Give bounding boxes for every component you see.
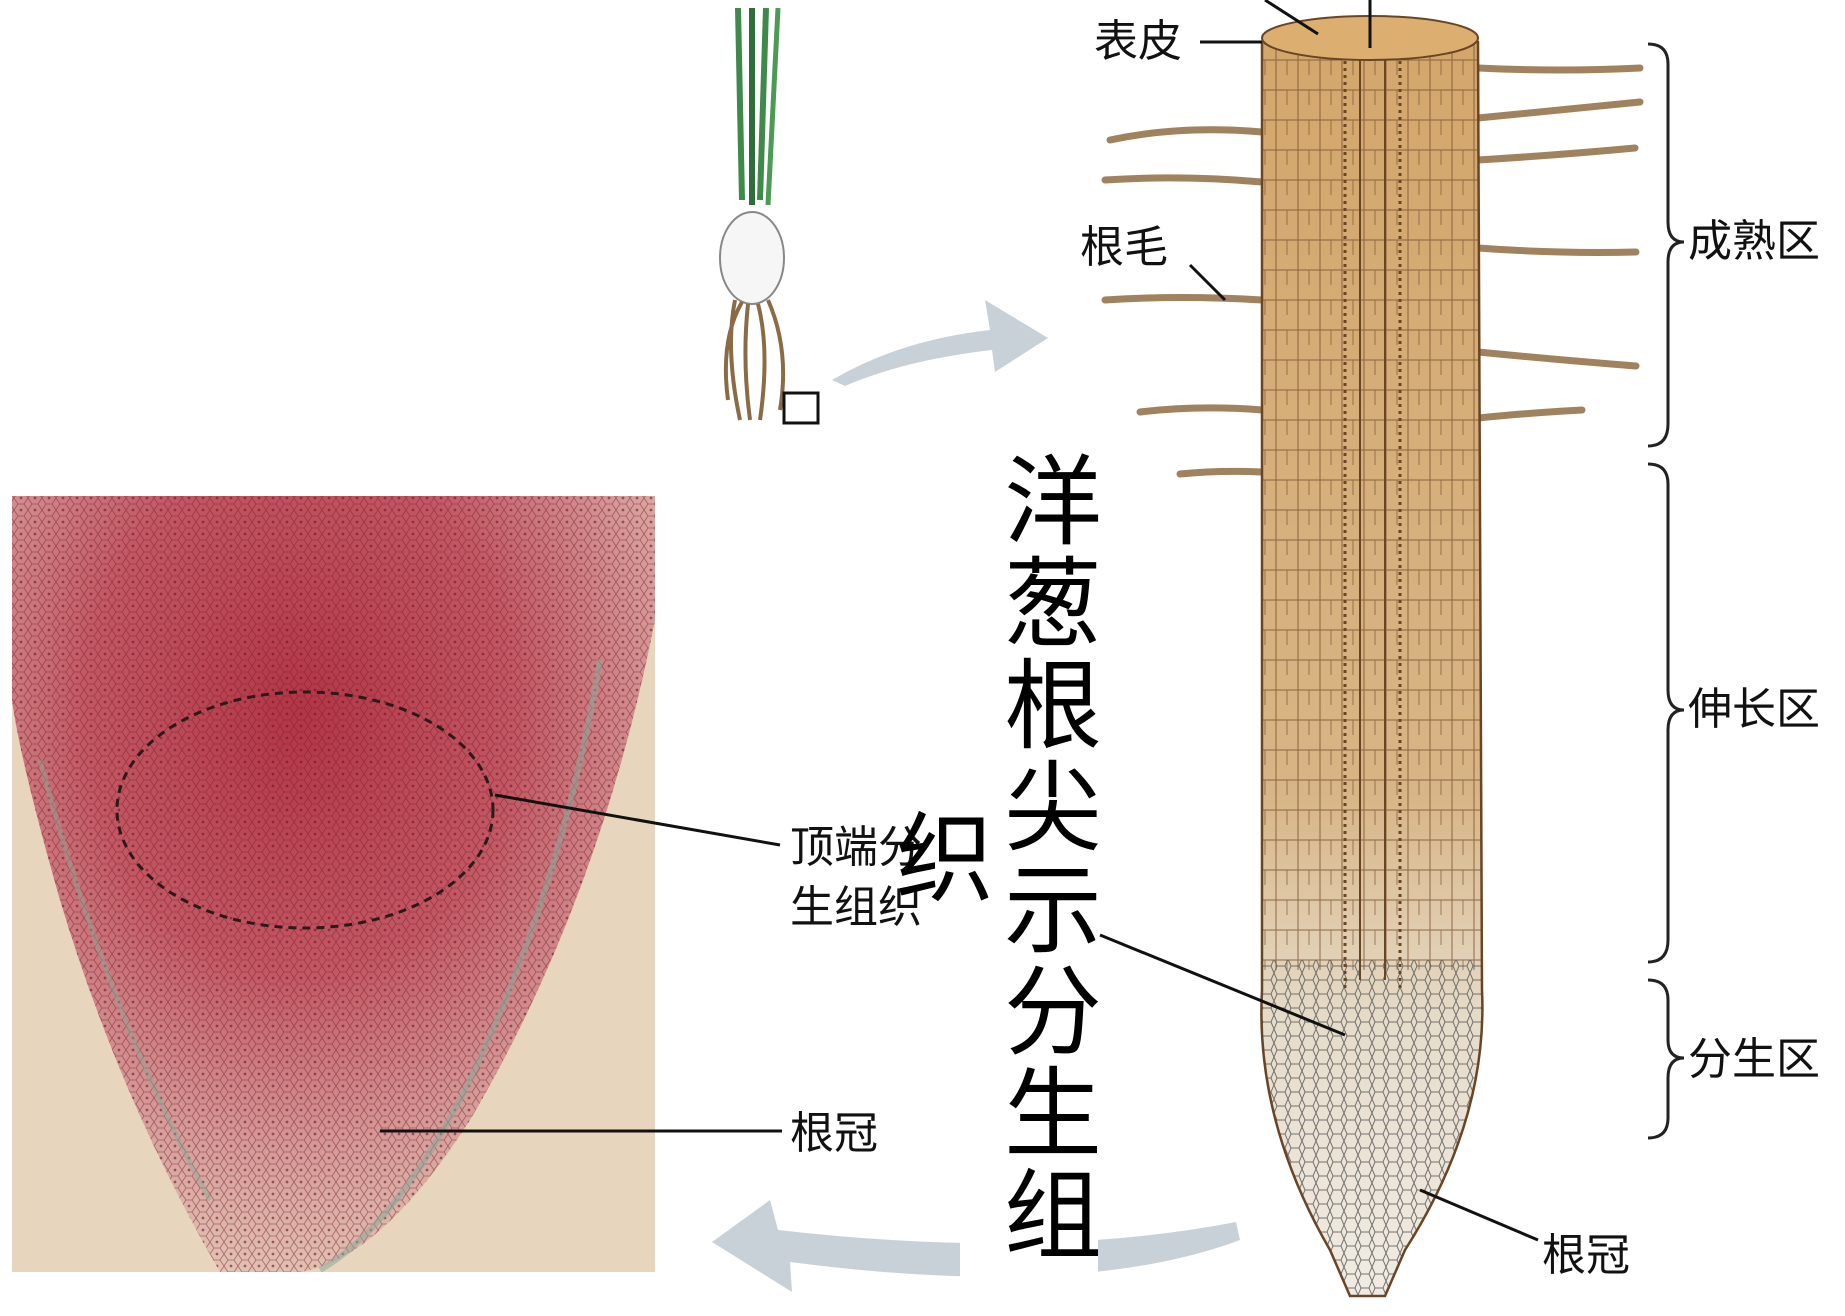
zone-label-meristem: 分生区 <box>1688 1034 1820 1085</box>
right-rootcap-leader <box>1420 1190 1538 1240</box>
micrograph <box>12 496 655 1272</box>
right-root-cap-label: 根冠 <box>1542 1230 1630 1281</box>
left-root-cap-label: 根冠 <box>790 1108 878 1159</box>
zone-brackets <box>1648 44 1684 1138</box>
arrow-to-root <box>832 300 1048 386</box>
diagram-title: 洋葱根尖示分生组织 <box>960 400 1098 1316</box>
root-hair-label: 根毛 <box>1080 222 1168 273</box>
epidermis-label: 表皮 <box>1094 16 1182 67</box>
zone-label-maturation: 成熟区 <box>1688 216 1820 267</box>
root-tip <box>1105 16 1640 1310</box>
zone-label-elongation: 伸长区 <box>1688 684 1820 735</box>
selection-box <box>784 393 818 423</box>
onion-plant <box>720 8 784 420</box>
